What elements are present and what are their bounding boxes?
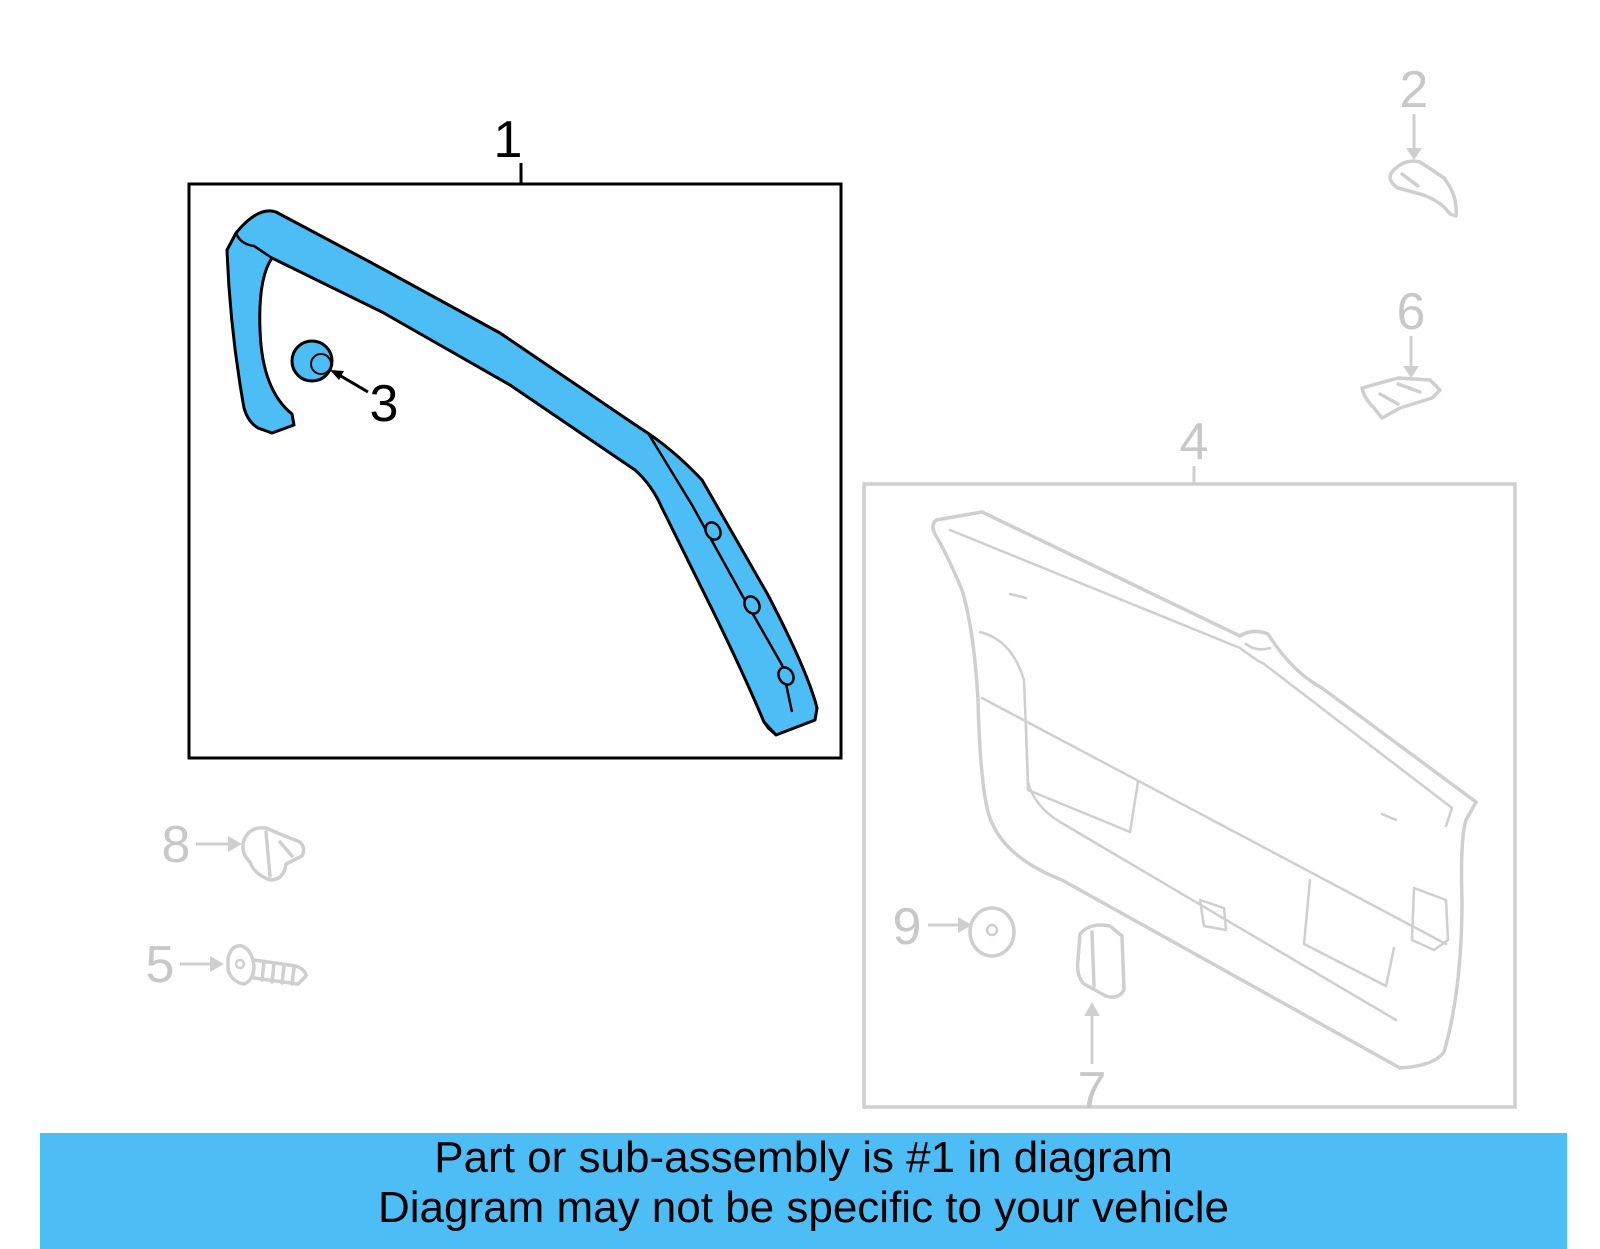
door-trim-inner-edge: [948, 528, 1454, 828]
callout-2-arrowhead: [1406, 148, 1422, 160]
panel-clip-hole: [704, 521, 722, 541]
callout-2: 2: [1400, 61, 1429, 119]
callout-4: 4: [1180, 413, 1209, 471]
panel-clip-hole: [777, 666, 795, 686]
clip-part-2[interactable]: [1388, 159, 1458, 218]
panel-clip-hole: [743, 595, 761, 615]
door-trim-panel[interactable]: [931, 510, 1478, 1070]
cap-part-center: [310, 353, 332, 375]
part-2-group[interactable]: 2: [1388, 61, 1458, 218]
screw-part-5[interactable]: [226, 944, 308, 986]
part-3-group[interactable]: 3: [290, 339, 399, 433]
callout-7: 7: [1078, 1062, 1107, 1120]
callout-5: 5: [146, 936, 175, 994]
part-4-group[interactable]: 4: [862, 413, 1517, 1109]
grommet-center: [985, 923, 999, 937]
retainer-part-8[interactable]: [241, 826, 306, 882]
part-1-group[interactable]: 1: [187, 111, 843, 760]
door-trim-switch: [1198, 898, 1228, 932]
callout-7-arrowhead: [1084, 1002, 1100, 1016]
door-trim-edge: [1244, 642, 1272, 651]
banner-line-1: Part or sub-assembly is #1 in diagram: [434, 1133, 1173, 1182]
clip-part-6[interactable]: [1360, 376, 1442, 420]
door-trim-mark: [1008, 592, 1028, 600]
callout-3: 3: [370, 375, 399, 433]
callout-5-arrowhead: [210, 956, 224, 972]
part-8-group[interactable]: 8: [162, 816, 306, 882]
callout-8-arrowhead: [228, 836, 242, 852]
callout-6: 6: [1397, 283, 1426, 341]
callout-6-arrowhead: [1403, 366, 1419, 378]
door-trim-mark: [1380, 812, 1398, 822]
part-5-group[interactable]: 5: [146, 936, 308, 994]
part-4-box: [862, 482, 1517, 1109]
info-banner: Part or sub-assembly is #1 in diagram Di…: [40, 1133, 1567, 1249]
banner-line-2: Diagram may not be specific to your vehi…: [377, 1183, 1230, 1232]
plug-part-7[interactable]: [1075, 923, 1126, 999]
trim-panel-tab: [762, 721, 777, 736]
screw-head-mark: [234, 958, 246, 970]
door-trim-pocket-2: [1302, 878, 1396, 988]
callout-8: 8: [162, 816, 191, 874]
trim-panel-part[interactable]: [225, 209, 819, 737]
callout-1: 1: [494, 111, 523, 169]
grommet-part-9[interactable]: [968, 906, 1016, 958]
door-trim-waist: [980, 696, 1448, 946]
callout-3-arrowhead: [330, 370, 344, 380]
door-trim-handle: [1410, 886, 1450, 952]
part-1-box: [187, 182, 843, 760]
part-7-group[interactable]: 7: [1075, 923, 1126, 1120]
door-trim-pocket: [1024, 724, 1140, 834]
callout-9-arrowhead: [958, 917, 972, 933]
callout-9: 9: [893, 898, 922, 956]
trim-panel-edge: [234, 232, 273, 260]
door-trim-recess: [978, 630, 1398, 1022]
part-6-group[interactable]: 6: [1360, 283, 1442, 420]
part-9-group[interactable]: 9: [893, 898, 1016, 958]
